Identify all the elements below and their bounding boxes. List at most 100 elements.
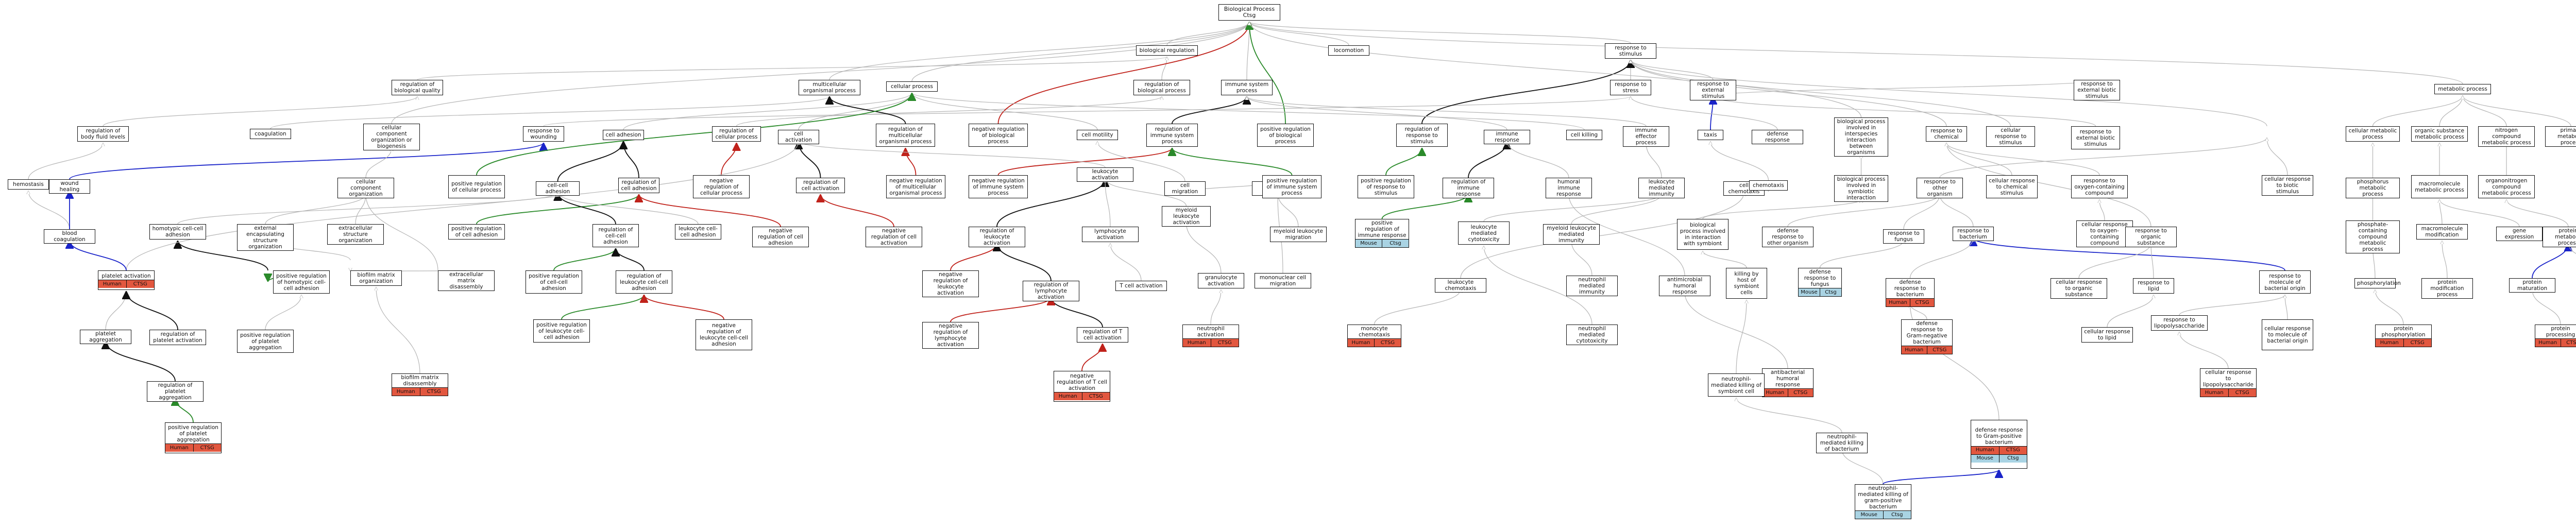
- go-term-killing-symbiont[interactable]: killing by host of symbiont cells: [1726, 268, 1767, 299]
- go-term-pos-reg-cell-cell-adh[interactable]: positive regulation of cell-cell adhesio…: [526, 270, 582, 294]
- go-term-cell-cell-adh[interactable]: cell-cell adhesion: [536, 181, 580, 196]
- go-term-reg-biol-proc[interactable]: regulation of biological process: [1133, 80, 1190, 95]
- go-term-resp-lps[interactable]: response to lipopolysaccharide: [2151, 315, 2208, 331]
- go-term-leuk-cytotox[interactable]: leukocyte mediated immunity: [1638, 178, 1685, 198]
- go-term-resp-oxygen[interactable]: response to oxygen-containing compound: [2071, 175, 2128, 198]
- go-term-reg-immune-resp[interactable]: regulation of immune response: [1443, 178, 1494, 198]
- go-term-ecm-struct[interactable]: extracellular structure organization: [327, 224, 384, 245]
- go-term-mono-cell-migr[interactable]: mononuclear cell migration: [1255, 273, 1311, 288]
- go-term-defense-resp[interactable]: defense response: [1752, 130, 1803, 144]
- go-term-neg-reg-multi[interactable]: negative regulation of multicellular org…: [886, 175, 945, 198]
- go-term-cell-activation[interactable]: cell activation: [778, 130, 819, 144]
- go-term-leuk-cell-adh[interactable]: leukocyte cell-cell adhesion: [675, 224, 721, 240]
- go-term-reg-body-fluid[interactable]: regulation of body fluid levels: [77, 126, 129, 142]
- go-term-ecm-disassembly[interactable]: extracellular matrix disassembly: [438, 270, 495, 291]
- go-term-neutrophil-killing-bact[interactable]: neutrophil-mediated killing of bacterium: [1816, 433, 1868, 453]
- go-term-taxis[interactable]: taxis: [1698, 130, 1723, 140]
- go-term-neg-reg-cell-act[interactable]: negative regulation of cell activation: [866, 227, 922, 247]
- go-term-myeloid-leuk-act[interactable]: myeloid leukocyte activation: [1162, 206, 1211, 227]
- go-term-pos-reg-immune[interactable]: positive regulation of immune system pro…: [1262, 175, 1321, 198]
- go-term-cell-motility[interactable]: cell motility: [1077, 130, 1118, 140]
- go-term-phospho-metab[interactable]: phosphorus metabolic process: [2346, 178, 2400, 198]
- go-term-cell-resp-org-sub[interactable]: cellular response to organic substance: [2050, 278, 2107, 299]
- go-term-pos-reg-biol[interactable]: positive regulation of biological proces…: [1257, 124, 1314, 147]
- go-term-reg-immune-sys[interactable]: regulation of immune system process: [1146, 124, 1198, 147]
- go-term-reg-cell-adh[interactable]: regulation of cell adhesion: [618, 178, 659, 193]
- go-term-humoral-immune[interactable]: humoral immune response: [1546, 178, 1592, 198]
- go-term-phosphate-metab[interactable]: phosphate-containing compound metabolic …: [2346, 220, 2400, 253]
- go-term-neg-reg-leuk-act[interactable]: negative regulation of leukocyte activat…: [922, 270, 979, 297]
- go-term-cell-metab[interactable]: cellular metabolic process: [2346, 126, 2400, 142]
- go-term-gene-expr[interactable]: gene expression: [2496, 227, 2543, 241]
- go-term-cell-resp-stim[interactable]: cellular response to stimulus: [1986, 126, 2035, 147]
- go-term-reg-t-cell-act[interactable]: regulation of T cell activation: [1077, 327, 1128, 343]
- go-term-neutrophil-killing-gram-pos[interactable]: neutrophil-mediated killing of gram-posi…: [1855, 484, 1911, 519]
- go-term-defense-gram-neg[interactable]: defense response to Gram-negative bacter…: [1901, 319, 1953, 354]
- go-term-granulocyte-act[interactable]: granulocyte activation: [1198, 273, 1244, 288]
- go-term-reg-leuk-act[interactable]: regulation of leukocyte activation: [969, 227, 1025, 247]
- go-term-pos-reg-resp-stim[interactable]: positive regulation of response to stimu…: [1358, 175, 1414, 198]
- go-term-myeloid-leuk-migr[interactable]: myeloid leukocyte migration: [1270, 227, 1327, 242]
- go-term-neutrophil-immunity[interactable]: neutrophil mediated immunity: [1566, 276, 1618, 296]
- go-term-wound-heal[interactable]: wound healing: [49, 179, 90, 194]
- go-term-protein-metab[interactable]: protein metabolic process: [2543, 227, 2576, 247]
- go-term-cell-resp-biotic[interactable]: cellular response to biotic stimulus: [2262, 175, 2313, 196]
- go-term-immune-sys[interactable]: immune system process: [1221, 80, 1273, 95]
- go-term-metab[interactable]: metabolic process: [2434, 84, 2491, 94]
- go-term-pos-reg-homotypic[interactable]: positive regulation of homotypic cell-ce…: [273, 270, 330, 294]
- go-term-resp-fungus[interactable]: response to fungus: [1883, 229, 1924, 244]
- go-term-protein-processing[interactable]: protein processingHumanCTSG: [2535, 325, 2576, 347]
- go-term-reg-leuk-cell-adh[interactable]: regulation of leukocyte cell-cell adhesi…: [616, 270, 672, 294]
- go-term-defense-gram-pos[interactable]: defense response to Gram-positive bacter…: [1971, 420, 2027, 469]
- go-term-org-sub-metab[interactable]: organic substance metabolic process: [2411, 126, 2468, 142]
- go-term-pos-reg-cell-proc[interactable]: positive regulation of cellular process: [448, 175, 505, 198]
- go-term-leuk-chemotaxis[interactable]: leukocyte chemotaxis: [1435, 278, 1486, 293]
- go-term-resp-bacterium[interactable]: response to bacterium: [1953, 227, 1994, 241]
- go-term-neutrophil-killing-symb[interactable]: neutrophil-mediated killing of symbiont …: [1708, 373, 1765, 397]
- go-term-reg-biol-qual[interactable]: regulation of biological quality: [392, 80, 443, 95]
- go-term-chemotaxis[interactable]: chemotaxis: [1749, 180, 1788, 191]
- go-term-macromol-metab[interactable]: macromolecule metabolic process: [2411, 175, 2468, 198]
- go-term-nitro-metab[interactable]: nitrogen compound metabolic process: [2478, 126, 2535, 147]
- go-term-cell-adhesion[interactable]: cell adhesion: [603, 130, 644, 140]
- go-term-multicell[interactable]: multicellular organismal process: [799, 80, 860, 95]
- go-term-resp-ext-biotic[interactable]: response to external biotic stimulus: [2074, 80, 2120, 100]
- go-term-pos-reg-cell-adh[interactable]: positive regulation of cell adhesion: [448, 224, 505, 240]
- go-term-resp-stim[interactable]: response to stimulus: [1605, 43, 1656, 59]
- go-term-resp-mol-bact[interactable]: response to molecule of bacterial origin: [2259, 270, 2311, 294]
- go-term-neg-reg-lymph-act[interactable]: negative regulation of lymphocyte activa…: [922, 322, 979, 349]
- go-term-reg-cell-proc[interactable]: regulation of cellular process: [712, 126, 761, 142]
- go-term-antimicrobial-humoral[interactable]: antimicrobial humoral response: [1659, 276, 1710, 296]
- go-term-neg-reg-cell-adh[interactable]: negative regulation of cell adhesion: [752, 227, 809, 247]
- go-term-biofilm-matrix[interactable]: biofilm matrix organization: [350, 270, 402, 286]
- go-term-biol-interspecies[interactable]: biological process involved in interspec…: [1834, 117, 1888, 157]
- go-term-locomotion[interactable]: locomotion: [1328, 45, 1369, 56]
- go-term-resp-other-org[interactable]: response to other organism: [1917, 178, 1963, 198]
- go-term-cell-migration[interactable]: cell migration: [1164, 181, 1206, 196]
- go-term-leuk-act[interactable]: leukocyte activation: [1077, 167, 1133, 182]
- go-term-defense-other-org[interactable]: defense response to other organism: [1762, 227, 1814, 247]
- go-term-blood-coag[interactable]: blood coagulation: [44, 229, 95, 244]
- go-term-neg-reg-leuk-cell-adh[interactable]: negative regulation of leukocyte cell-ce…: [696, 319, 752, 350]
- go-term-reg-platelet-act[interactable]: regulation of platelet activation: [149, 330, 206, 345]
- go-term-reg-platelet-aggr[interactable]: regulation of platelet aggregation: [147, 381, 204, 402]
- go-term-macromol-mod[interactable]: macromolecule modification: [2416, 224, 2468, 240]
- go-term-cellular-proc[interactable]: cellular process: [886, 81, 938, 92]
- go-term-immune-effector[interactable]: immune effector process: [1623, 126, 1669, 147]
- go-term-cell-resp-chem[interactable]: cellular response to chemical stimulus: [1986, 175, 2038, 198]
- go-term-pos-reg-leuk-cell-adh[interactable]: positive regulation of leukocyte cell-ce…: [533, 319, 590, 343]
- go-term-neg-reg-cell-proc[interactable]: negative regulation of cellular process: [693, 175, 750, 198]
- go-term-neg-reg-immune[interactable]: negative regulation of immune system pro…: [969, 175, 1028, 198]
- go-term-immune-resp[interactable]: immune response: [1484, 130, 1530, 144]
- go-term-reg-cell-cell-adh[interactable]: regulation of cell-cell adhesion: [592, 224, 639, 247]
